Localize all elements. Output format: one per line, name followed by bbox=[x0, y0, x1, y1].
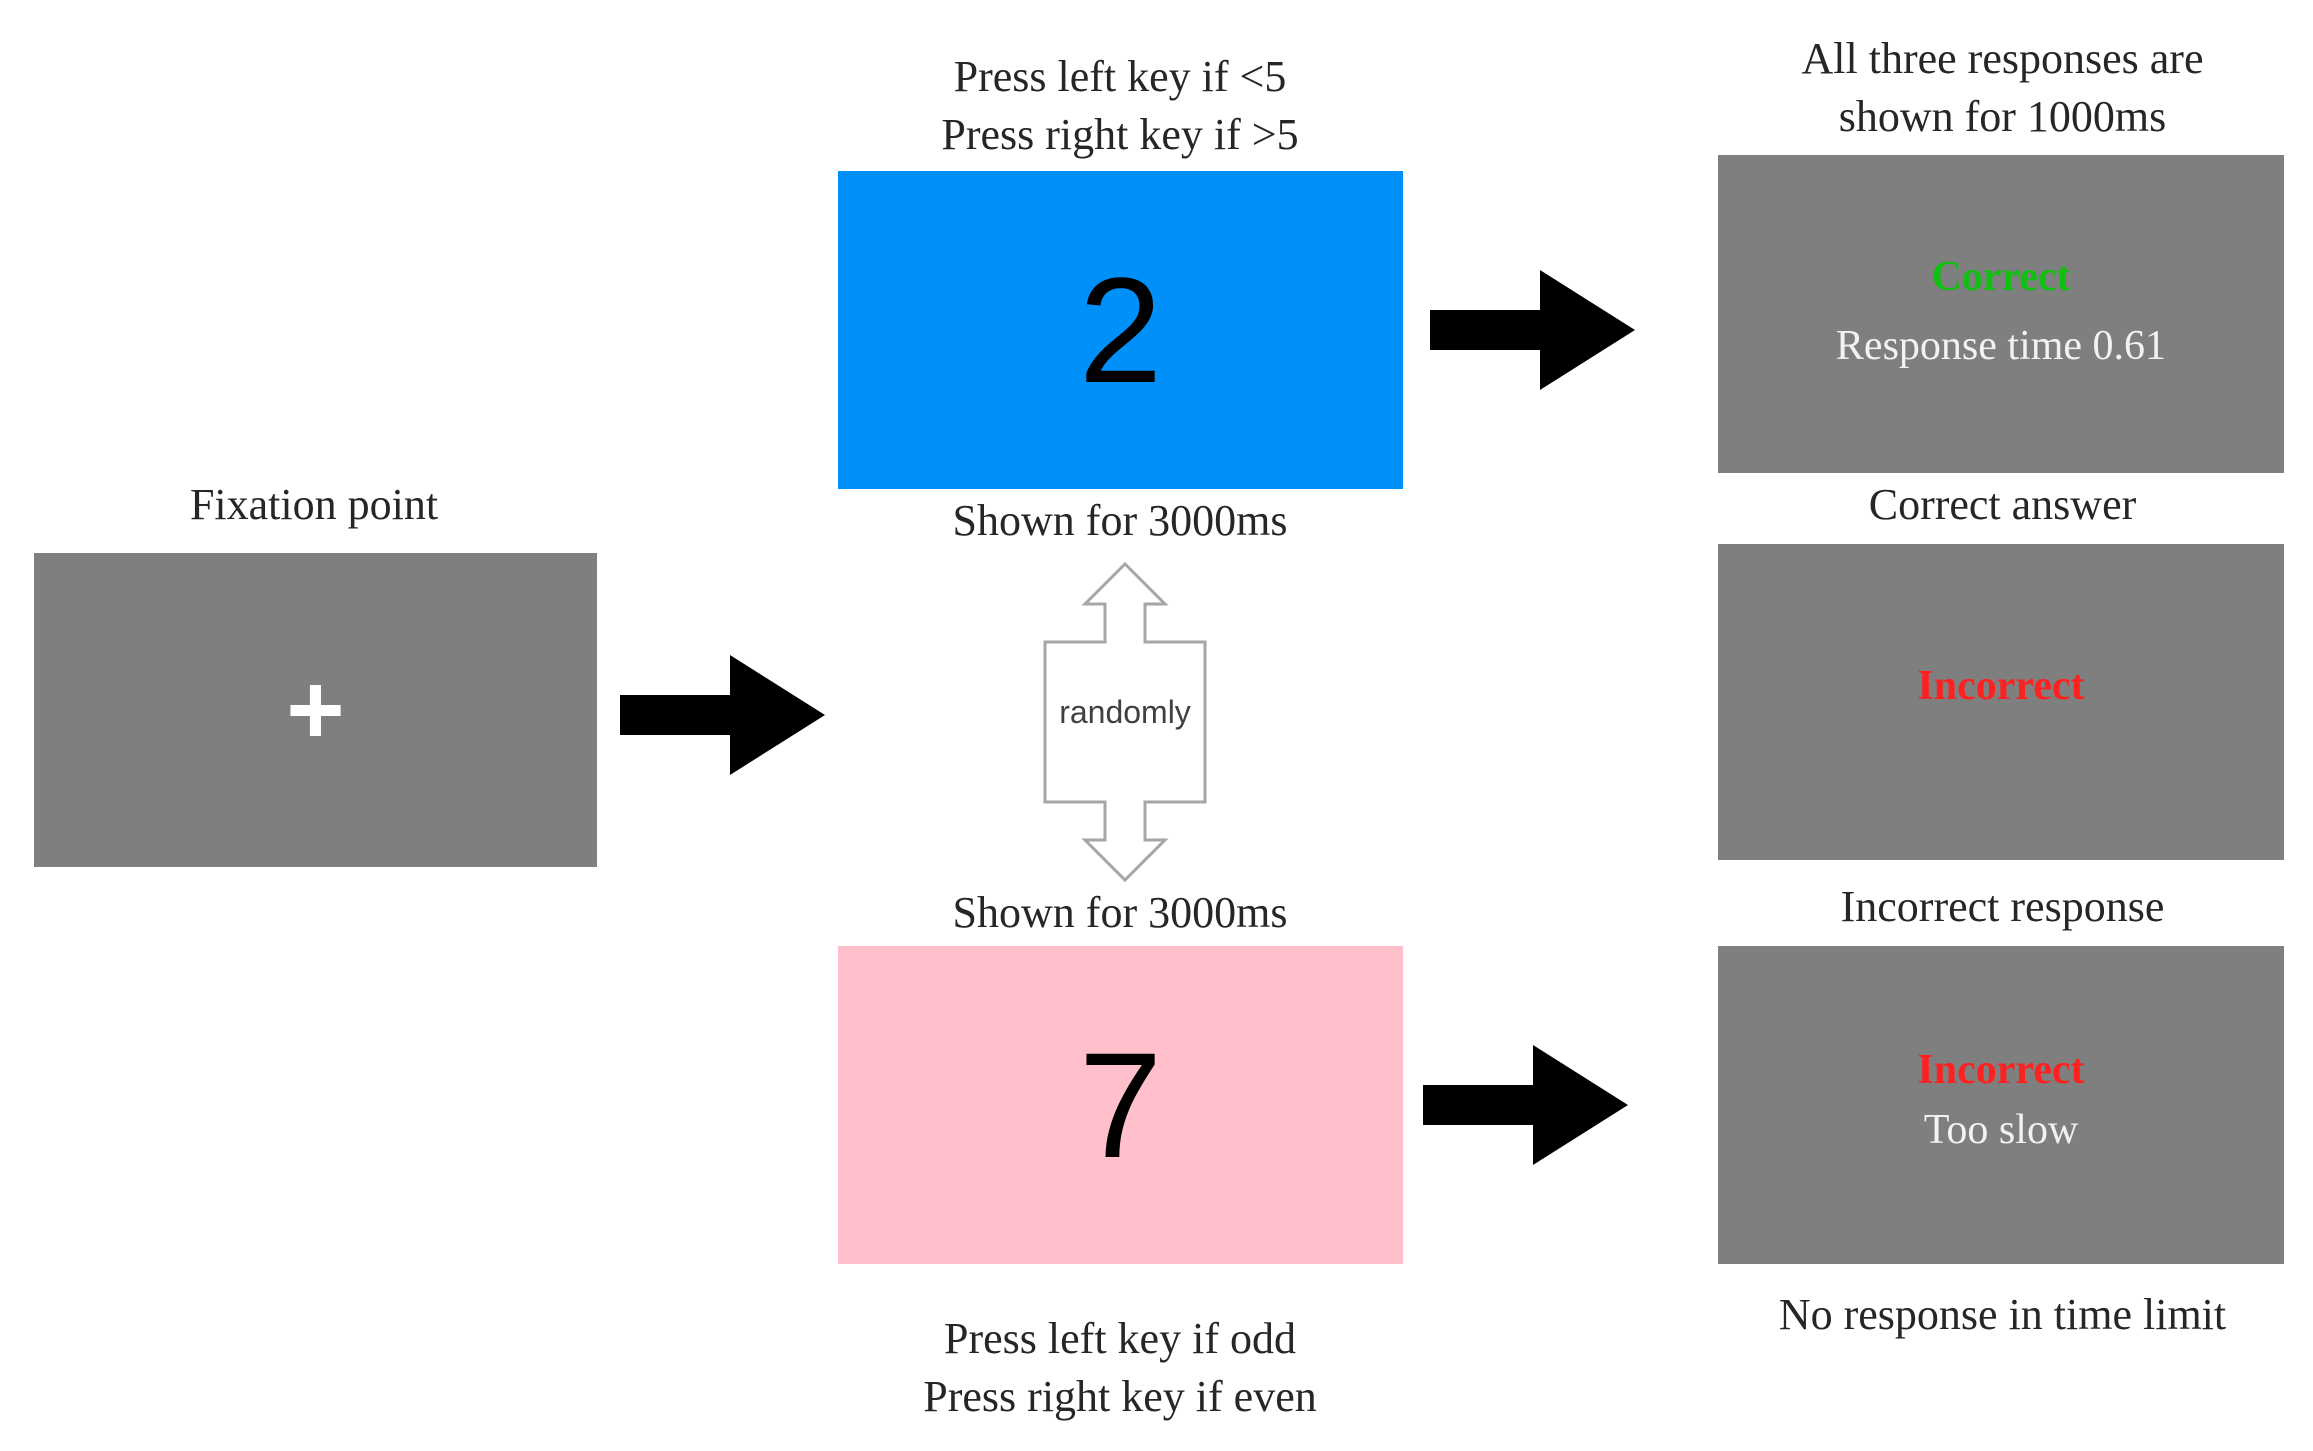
bottom-instruction-line2: Press right key if even bbox=[923, 1372, 1317, 1421]
too-slow-text: Too slow bbox=[1923, 1107, 2079, 1153]
pink-stimulus-screen: 7 bbox=[838, 946, 1403, 1264]
blue-stimulus-screen: 2 bbox=[838, 171, 1403, 489]
feedback-header-line2: shown for 1000ms bbox=[1838, 92, 2167, 141]
timeout-caption: No response in time limit bbox=[1778, 1290, 2227, 1339]
stimulus-digit-bottom: 7 bbox=[1078, 1020, 1163, 1189]
arrow-right-icon bbox=[1430, 270, 1635, 390]
timeout-feedback-screen: Incorrect Too slow bbox=[1718, 946, 2284, 1264]
response-time-text: Response time 0.61 bbox=[1835, 323, 2167, 369]
incorrect-status-text: Incorrect bbox=[1917, 663, 2085, 709]
correct-status-text: Correct bbox=[1931, 254, 2071, 300]
feedback-header-line1: All three responses are bbox=[1801, 34, 2204, 83]
timeout-status-text: Incorrect bbox=[1917, 1047, 2085, 1093]
top-instruction-line2: Press right key if >5 bbox=[941, 110, 1299, 159]
fixation-cross: + bbox=[286, 653, 345, 766]
fixation-screen: + bbox=[34, 553, 597, 867]
correct-caption: Correct answer bbox=[1868, 480, 2137, 529]
top-instruction-line1: Press left key if <5 bbox=[953, 52, 1287, 101]
incorrect-caption: Incorrect response bbox=[1840, 882, 2165, 931]
double-arrow-icon bbox=[1043, 562, 1207, 882]
fixation-label: Fixation point bbox=[189, 480, 439, 529]
bottom-duration-label: Shown for 3000ms bbox=[952, 888, 1288, 937]
stimulus-digit-top: 2 bbox=[1078, 245, 1163, 414]
top-duration-label: Shown for 3000ms bbox=[952, 496, 1288, 545]
incorrect-feedback-screen: Incorrect bbox=[1718, 544, 2284, 860]
bottom-instruction-line1: Press left key if odd bbox=[944, 1314, 1296, 1363]
correct-feedback-screen: Correct Response time 0.61 bbox=[1718, 155, 2284, 473]
randomly-label: randomly bbox=[1059, 694, 1191, 730]
arrow-right-icon bbox=[1423, 1045, 1628, 1165]
arrow-right-icon bbox=[620, 655, 825, 775]
